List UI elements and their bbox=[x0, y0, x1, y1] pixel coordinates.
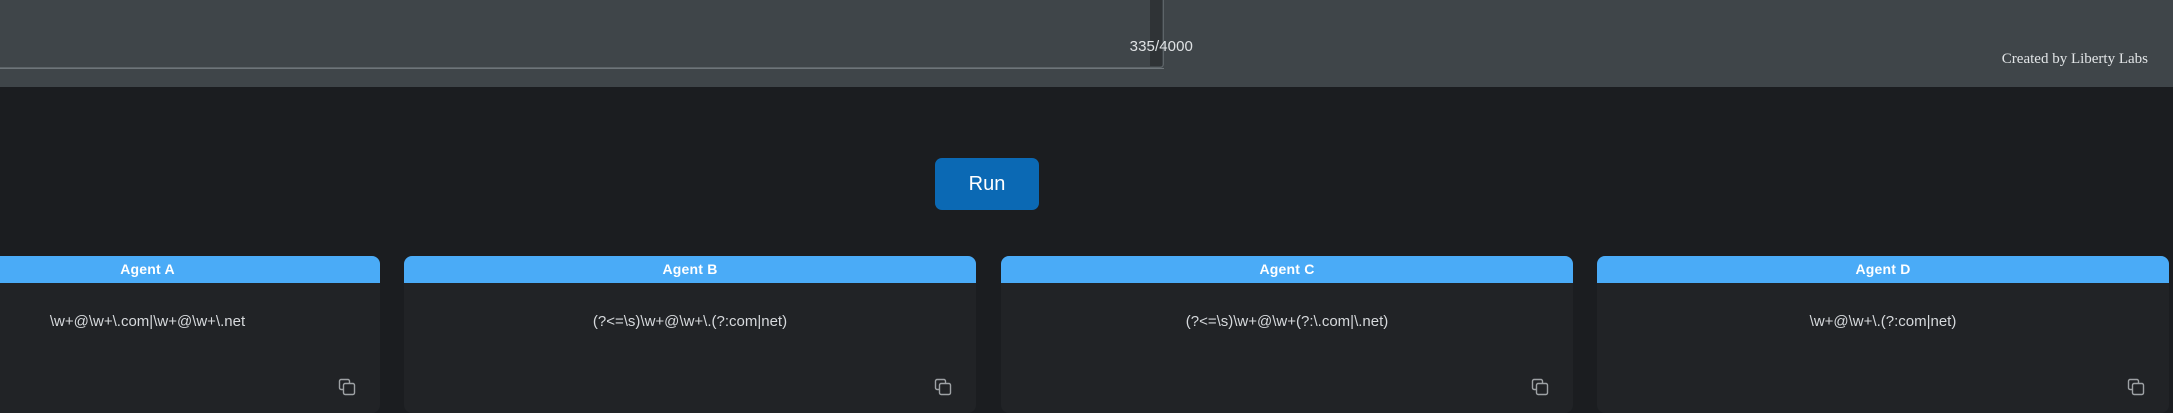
agent-card-d-regex: \w+@\w+\.(?:com|net) bbox=[1809, 313, 1957, 330]
copy-icon[interactable] bbox=[338, 378, 356, 396]
copy-icon[interactable] bbox=[2127, 378, 2145, 396]
agent-card-c-regex: (?<=\s)\w+@\w+(?:\.com|\.net) bbox=[1185, 313, 1389, 330]
agent-card-a[interactable]: Agent A \w+@\w+\.com|\w+@\w+\.net bbox=[0, 256, 380, 413]
agent-card-b[interactable]: Agent B (?<=\s)\w+@\w+\.(?:com|net) bbox=[404, 256, 976, 413]
agent-card-a-regex: \w+@\w+\.com|\w+@\w+\.net bbox=[49, 313, 246, 330]
agent-card-a-title: Agent A bbox=[0, 256, 380, 283]
divider bbox=[0, 67, 1164, 69]
agent-card-c-title: Agent C bbox=[1001, 256, 1573, 283]
counter-row bbox=[0, 67, 1164, 69]
created-by-label: Created by Liberty Labs bbox=[2001, 51, 2148, 67]
copy-icon[interactable] bbox=[934, 378, 952, 396]
prompt-textarea[interactable]: Find all email addresses in the text tha… bbox=[0, 0, 1164, 68]
run-button[interactable]: Run bbox=[935, 158, 1039, 210]
agent-card-c[interactable]: Agent C (?<=\s)\w+@\w+(?:\.com|\.net) bbox=[1001, 256, 1573, 413]
copy-icon[interactable] bbox=[1531, 378, 1549, 396]
agent-results-row: Agent A \w+@\w+\.com|\w+@\w+\.net Agent … bbox=[0, 256, 2173, 413]
character-counter: 335/4000 bbox=[1129, 38, 1193, 55]
agent-card-c-body: (?<=\s)\w+@\w+(?:\.com|\.net) bbox=[1001, 283, 1573, 413]
prompt-textarea-value: Find all email addresses in the text tha… bbox=[0, 0, 1137, 59]
agent-card-d[interactable]: Agent D \w+@\w+\.(?:com|net) bbox=[1597, 256, 2169, 413]
agent-card-b-body: (?<=\s)\w+@\w+\.(?:com|net) bbox=[404, 283, 976, 413]
agent-card-d-body: \w+@\w+\.(?:com|net) bbox=[1597, 283, 2169, 413]
agent-card-d-title: Agent D bbox=[1597, 256, 2169, 283]
run-band: Run bbox=[0, 87, 2173, 237]
agent-card-a-body: \w+@\w+\.com|\w+@\w+\.net bbox=[0, 283, 380, 413]
editor-region: Find all email addresses in the text tha… bbox=[0, 0, 2173, 87]
agent-card-b-regex: (?<=\s)\w+@\w+\.(?:com|net) bbox=[592, 313, 788, 330]
agent-card-b-title: Agent B bbox=[404, 256, 976, 283]
textarea-scrollbar[interactable] bbox=[1150, 0, 1162, 66]
